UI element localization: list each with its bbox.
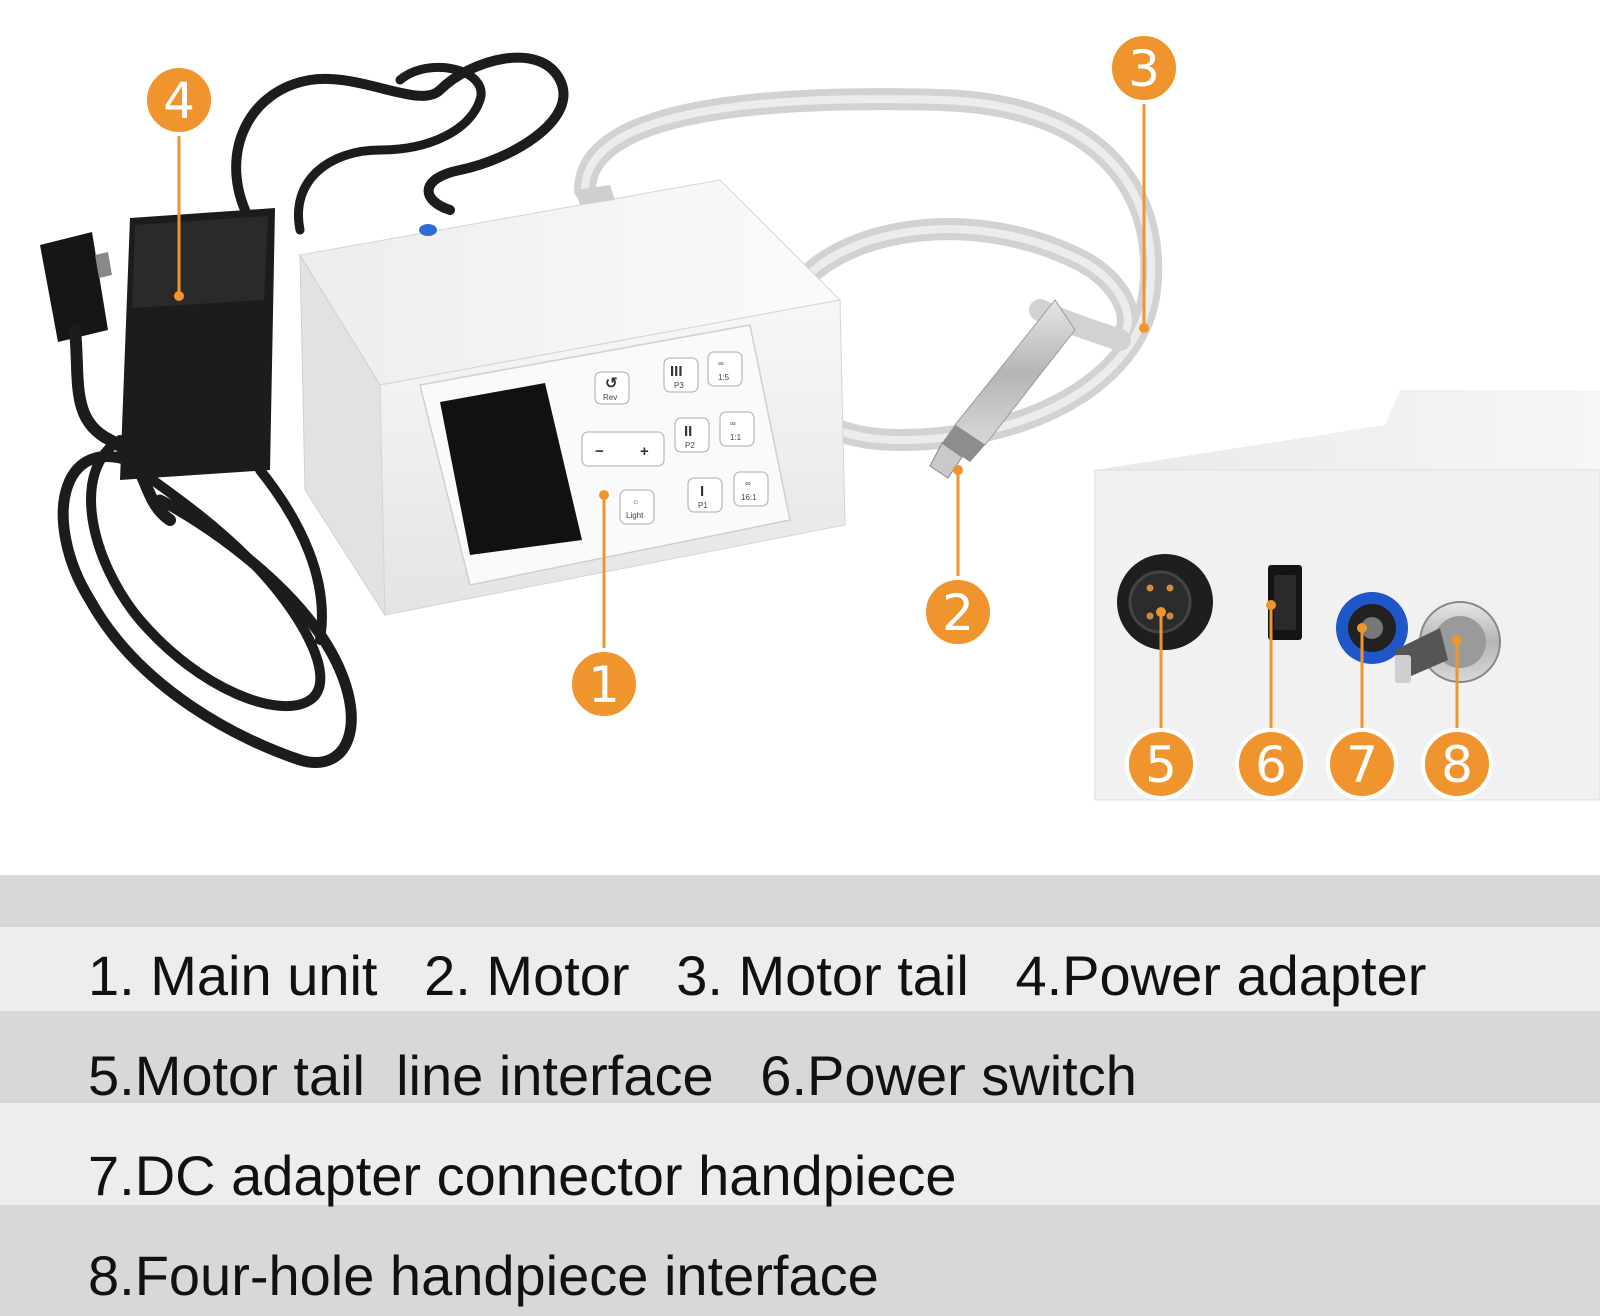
power-cable-coil-inner [86, 435, 326, 712]
device-illustration: ↺ Rev III P3 ∞ 1:5 − + II P2 ∞ 1:1 [40, 32, 1600, 801]
power-switch[interactable] [1268, 565, 1302, 640]
svg-text:☼: ☼ [632, 497, 639, 506]
callout-6-number: 6 [1255, 736, 1287, 794]
leader-dot-4 [174, 291, 184, 301]
plug-pin [95, 252, 112, 278]
legend-line-1: 1. Main unit 2. Motor 3. Motor tail 4.Po… [88, 944, 1427, 1007]
legend-band [0, 927, 1600, 1011]
leader-dot-6 [1266, 600, 1276, 610]
plug-head [40, 232, 108, 342]
panel-button-rev[interactable]: ↺ Rev [594, 371, 630, 405]
motor-collar [942, 425, 985, 462]
svg-text:∞: ∞ [718, 359, 724, 368]
callout-6: 6 [1235, 728, 1307, 800]
callout-7-number: 7 [1346, 736, 1378, 794]
light-label: Light [626, 511, 644, 520]
plus-label: + [640, 443, 649, 460]
callout-5: 5 [1125, 728, 1197, 800]
leader-dot-8 [1452, 635, 1462, 645]
p2-label: P2 [685, 441, 695, 450]
legend: 1. Main unit 2. Motor 3. Motor tail 4.Po… [0, 875, 1600, 1316]
panel-button-ratio-1-5[interactable]: ∞ 1:5 [707, 351, 743, 387]
panel-button-minus-plus[interactable]: − + [581, 431, 665, 467]
motor-tail-cable-highlight [581, 95, 1156, 445]
legend-band [0, 875, 1600, 927]
p1-label: P1 [698, 501, 708, 510]
callout-3-number: 3 [1128, 40, 1160, 98]
adapter-cable-top [231, 52, 569, 215]
callout-4: 4 [143, 64, 215, 136]
panel-button-p2[interactable]: II P2 [674, 417, 710, 453]
svg-text:I: I [700, 483, 704, 500]
motor [929, 299, 1076, 479]
power-adapter [40, 52, 569, 768]
dc-adapter-connector [1336, 592, 1408, 664]
callout-8: 8 [1421, 728, 1493, 800]
ratio-16-1-label: 16:1 [741, 493, 757, 502]
svg-text:∞: ∞ [745, 479, 751, 488]
callout-1-number: 1 [588, 656, 620, 714]
panel-button-ratio-1-1[interactable]: ∞ 1:1 [719, 411, 755, 447]
leader-dots [174, 291, 1462, 645]
legend-line-3: 7.DC adapter connector handpiece [88, 1144, 957, 1207]
legend-band [0, 1103, 1600, 1205]
legend-band [0, 1011, 1600, 1103]
power-cable-coil-outer [57, 451, 357, 768]
rev-label: Rev [603, 393, 617, 402]
panel-button-p1[interactable]: I P1 [687, 477, 723, 513]
legend-line-2: 5.Motor tail line interface 6.Power swit… [88, 1044, 1137, 1107]
legend-line-4: 8.Four-hole handpiece interface [88, 1244, 879, 1307]
power-cable-tail [255, 465, 327, 645]
svg-text:∞: ∞ [730, 419, 736, 428]
callout-8-number: 8 [1441, 736, 1473, 794]
minus-label: − [595, 443, 604, 460]
callout-2: 2 [922, 576, 994, 648]
svg-text:II: II [684, 423, 692, 440]
adapter-cable-top-loop [294, 62, 486, 235]
callout-7: 7 [1326, 728, 1398, 800]
svg-text:III: III [670, 363, 683, 380]
panel-button-light[interactable]: ☼ Light [619, 489, 655, 525]
main-unit: ↺ Rev III P3 ∞ 1:5 − + II P2 ∞ 1:1 [299, 179, 846, 617]
panel-button-p3[interactable]: III P3 [663, 357, 699, 393]
plug-cable [69, 324, 176, 526]
ratio-1-1-label: 1:1 [730, 433, 742, 442]
blue-connector [419, 224, 437, 236]
leader-dot-2 [953, 465, 963, 475]
adapter-label-panel [132, 216, 268, 308]
leader-dot-7 [1357, 623, 1367, 633]
panel-button-ratio-16-1[interactable]: ∞ 16:1 [733, 471, 769, 507]
leader-lines [177, 102, 1459, 728]
rear-panel-view [1094, 390, 1600, 801]
leader-dot-3 [1139, 323, 1149, 333]
display-screen [440, 383, 582, 555]
callout-3: 3 [1108, 32, 1180, 104]
svg-text:↺: ↺ [605, 375, 618, 392]
legend-band [0, 1205, 1600, 1316]
callout-2-number: 2 [942, 584, 974, 642]
callout-4-number: 4 [163, 72, 195, 130]
p3-label: P3 [674, 381, 684, 390]
leader-dot-1 [599, 490, 609, 500]
callout-5-number: 5 [1145, 736, 1177, 794]
leader-dot-5 [1156, 607, 1166, 617]
callout-1: 1 [568, 648, 640, 720]
motor-tip [929, 442, 963, 479]
ratio-1-5-label: 1:5 [718, 373, 730, 382]
cable-strain-relief [575, 185, 615, 205]
motor-tail-line-interface [1117, 554, 1213, 650]
